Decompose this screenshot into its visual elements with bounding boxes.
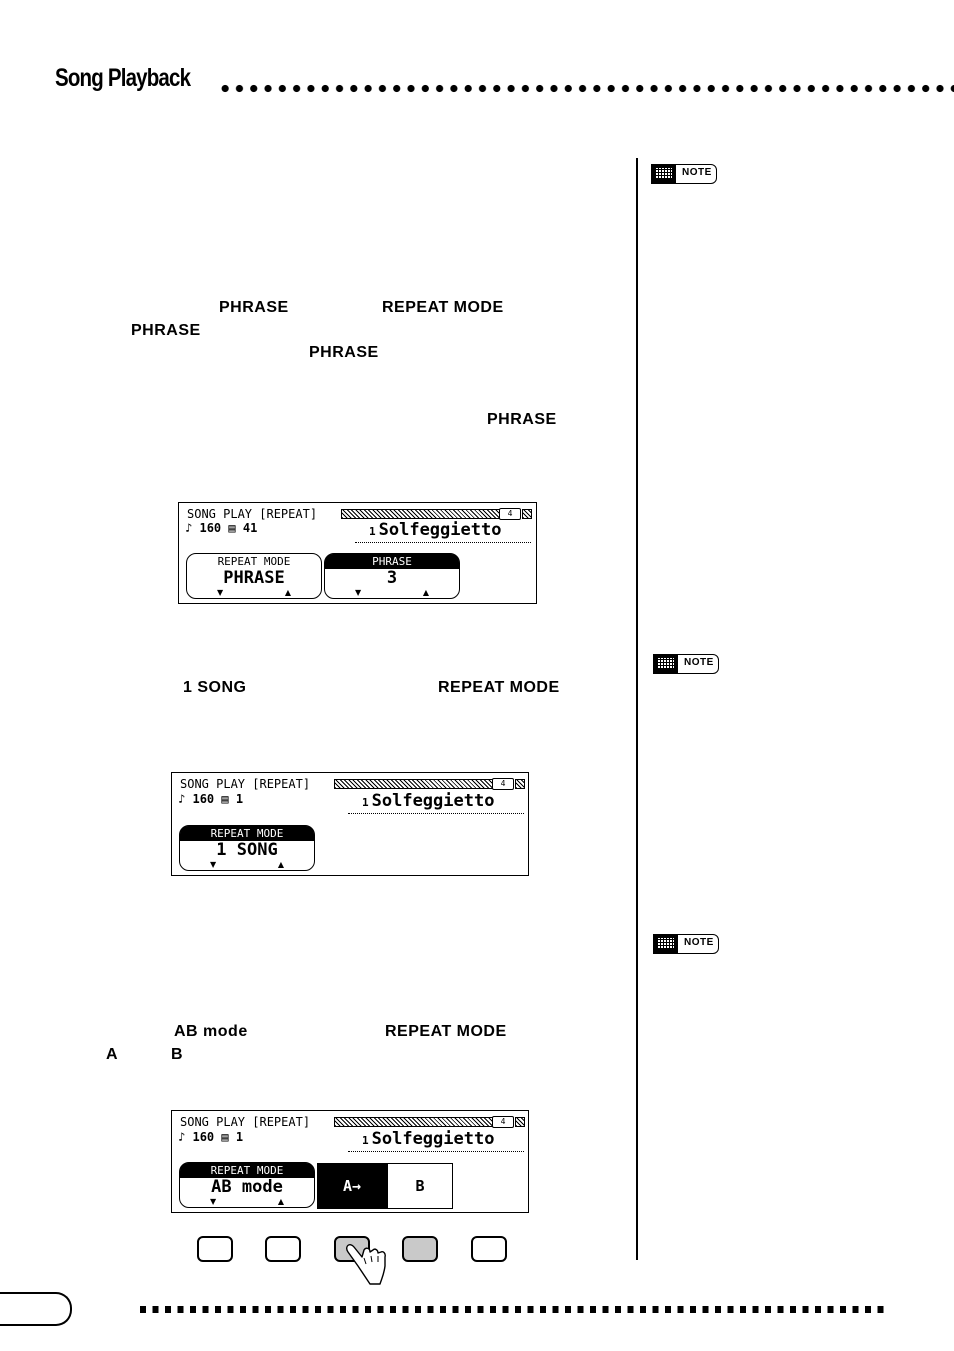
- lcd-button-2[interactable]: [265, 1236, 301, 1262]
- b-point-cell[interactable]: B: [387, 1163, 453, 1209]
- lcd-stripe: [334, 779, 494, 789]
- arrow-up-icon: ▲: [277, 1197, 284, 1206]
- lcd-header: SONG PLAY [REPEAT]: [180, 777, 311, 791]
- phrase-box[interactable]: PHRASE 3 ▼▲: [324, 553, 460, 599]
- keyboard-icon: [654, 935, 678, 953]
- lcd-button-5[interactable]: [471, 1236, 507, 1262]
- keyword-b: B: [171, 1046, 184, 1063]
- page-number-tab: [0, 1292, 72, 1326]
- lcd-button-1[interactable]: [197, 1236, 233, 1262]
- lcd-stripe: [341, 509, 501, 519]
- measure-icon: ▤: [228, 521, 236, 535]
- lcd-button-4[interactable]: [402, 1236, 438, 1262]
- lcd-header: SONG PLAY [REPEAT]: [180, 1115, 311, 1129]
- lcd-tempo-measure: ♪ 160 ▤ 1: [178, 792, 243, 806]
- page-title: Song Playback: [55, 64, 191, 92]
- repeat-mode-box[interactable]: REPEAT MODE PHRASE ▼▲: [186, 553, 322, 599]
- box-label: REPEAT MODE: [180, 1163, 314, 1178]
- lcd-stripe: [515, 779, 525, 789]
- box-arrows: ▼▲: [187, 588, 321, 597]
- measure-icon: ▤: [221, 792, 229, 806]
- keyword-ab-mode: AB mode: [174, 1023, 248, 1040]
- song-name: Solfeggietto: [371, 791, 495, 811]
- arrow-down-icon: ▼: [217, 588, 224, 597]
- arrow-up-icon: ▲: [277, 860, 284, 869]
- footer-dash-leader: [140, 1306, 890, 1313]
- keyword-a: A: [106, 1046, 119, 1063]
- box-value: AB mode: [211, 1177, 283, 1197]
- title-dot-leader: [218, 84, 954, 93]
- box-arrows: ▼▲: [325, 588, 459, 597]
- lcd-page-indicator: 4: [492, 1116, 514, 1128]
- song-underline: [348, 1151, 524, 1152]
- box-arrows: ▼▲: [180, 860, 314, 869]
- keyword-repeat-mode: REPEAT MODE: [438, 679, 560, 696]
- arrow-down-icon: ▼: [210, 860, 217, 869]
- tempo-value: 160: [192, 792, 215, 806]
- song-number: 1: [362, 796, 369, 809]
- repeat-mode-box[interactable]: REPEAT MODE AB mode ▼▲: [179, 1162, 315, 1208]
- lcd-page-indicator: 4: [499, 508, 521, 520]
- measure-value: 1: [235, 1130, 244, 1144]
- arrow-up-icon: ▲: [284, 588, 291, 597]
- repeat-mode-box[interactable]: REPEAT MODE 1 SONG ▼▲: [179, 825, 315, 871]
- keyword-repeat-mode: REPEAT MODE: [382, 299, 504, 316]
- a-point-cell[interactable]: A→: [317, 1163, 387, 1209]
- lcd-stripe: [522, 509, 532, 519]
- song-underline: [348, 813, 524, 814]
- metronome-icon: ♪: [178, 1130, 186, 1144]
- measure-icon: ▤: [221, 1130, 229, 1144]
- note-label: NOTE: [682, 167, 712, 178]
- lcd-stripe: [334, 1117, 494, 1127]
- note-label: NOTE: [684, 657, 714, 668]
- keyword-phrase: PHRASE: [131, 322, 201, 339]
- song-name: Solfeggietto: [371, 1129, 495, 1149]
- measure-value: 41: [242, 521, 258, 535]
- keyword-phrase: PHRASE: [219, 299, 289, 316]
- box-label: REPEAT MODE: [217, 555, 291, 568]
- note-badge: NOTE: [653, 654, 719, 674]
- song-number: 1: [369, 525, 376, 538]
- arrow-up-icon: ▲: [422, 588, 429, 597]
- arrow-down-icon: ▼: [210, 1197, 217, 1206]
- box-value: 1 SONG: [216, 840, 278, 860]
- pressing-hand-icon: [345, 1244, 386, 1285]
- lcd-header: SONG PLAY [REPEAT]: [187, 507, 318, 521]
- tempo-value: 160: [199, 521, 222, 535]
- lcd-tempo-measure: ♪ 160 ▤ 1: [178, 1130, 243, 1144]
- tempo-value: 160: [192, 1130, 215, 1144]
- song-number: 1: [362, 1134, 369, 1147]
- note-badge: NOTE: [651, 164, 717, 184]
- keyword-repeat-mode: REPEAT MODE: [385, 1023, 507, 1040]
- keyboard-icon: [652, 165, 676, 183]
- measure-value: 1: [235, 792, 244, 806]
- keyword-1-song: 1 SONG: [183, 679, 247, 696]
- song-name: Solfeggietto: [378, 520, 502, 540]
- lcd-page-indicator: 4: [492, 778, 514, 790]
- metronome-icon: ♪: [185, 521, 193, 535]
- keyword-phrase: PHRASE: [309, 344, 379, 361]
- keyboard-icon: [654, 655, 678, 673]
- box-value: 3: [386, 568, 398, 588]
- lcd-stripe: [515, 1117, 525, 1127]
- column-divider: [636, 158, 638, 1260]
- song-underline: [355, 542, 531, 543]
- box-value: PHRASE: [223, 568, 285, 588]
- note-label: NOTE: [684, 937, 714, 948]
- box-arrows: ▼▲: [180, 1197, 314, 1206]
- box-label: REPEAT MODE: [180, 826, 314, 841]
- keyword-phrase: PHRASE: [487, 411, 557, 428]
- metronome-icon: ♪: [178, 792, 186, 806]
- note-badge: NOTE: [653, 934, 719, 954]
- arrow-down-icon: ▼: [355, 588, 362, 597]
- box-label: PHRASE: [325, 554, 459, 569]
- lcd-tempo-measure: ♪ 160 ▤ 41: [185, 521, 257, 535]
